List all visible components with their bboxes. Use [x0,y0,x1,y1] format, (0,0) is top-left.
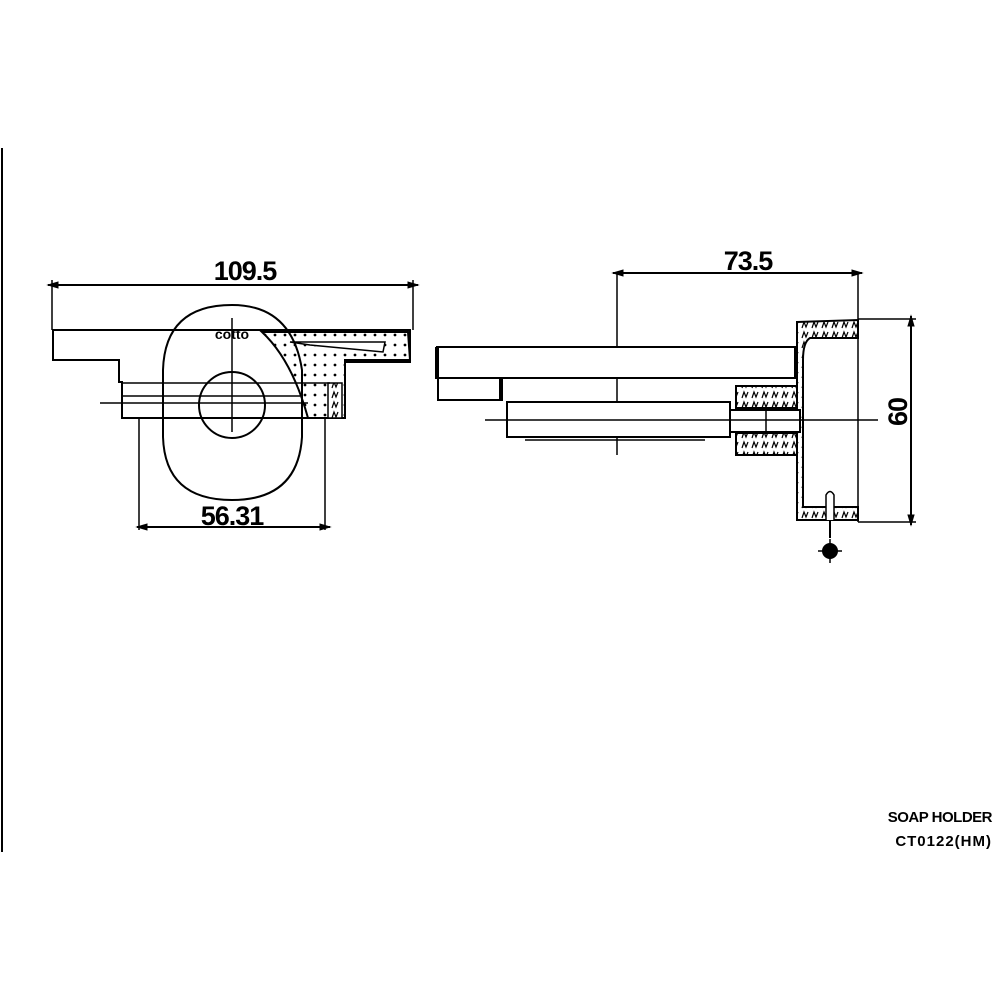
side-view [435,269,916,563]
base-dimension-label: 56.31 [201,501,265,531]
width-dimension-label: 109.5 [214,256,278,286]
product-name: SOAP HOLDER [887,809,993,826]
brand-logo: cotto [215,326,249,342]
model-code: CT0122(HM) [895,833,992,850]
wall-plate-section [796,318,859,521]
front-view [46,280,420,531]
height-dimension-label: 60 [883,398,913,426]
wall-plate-oval [162,303,303,502]
depth-dimension-label: 73.5 [724,246,774,276]
